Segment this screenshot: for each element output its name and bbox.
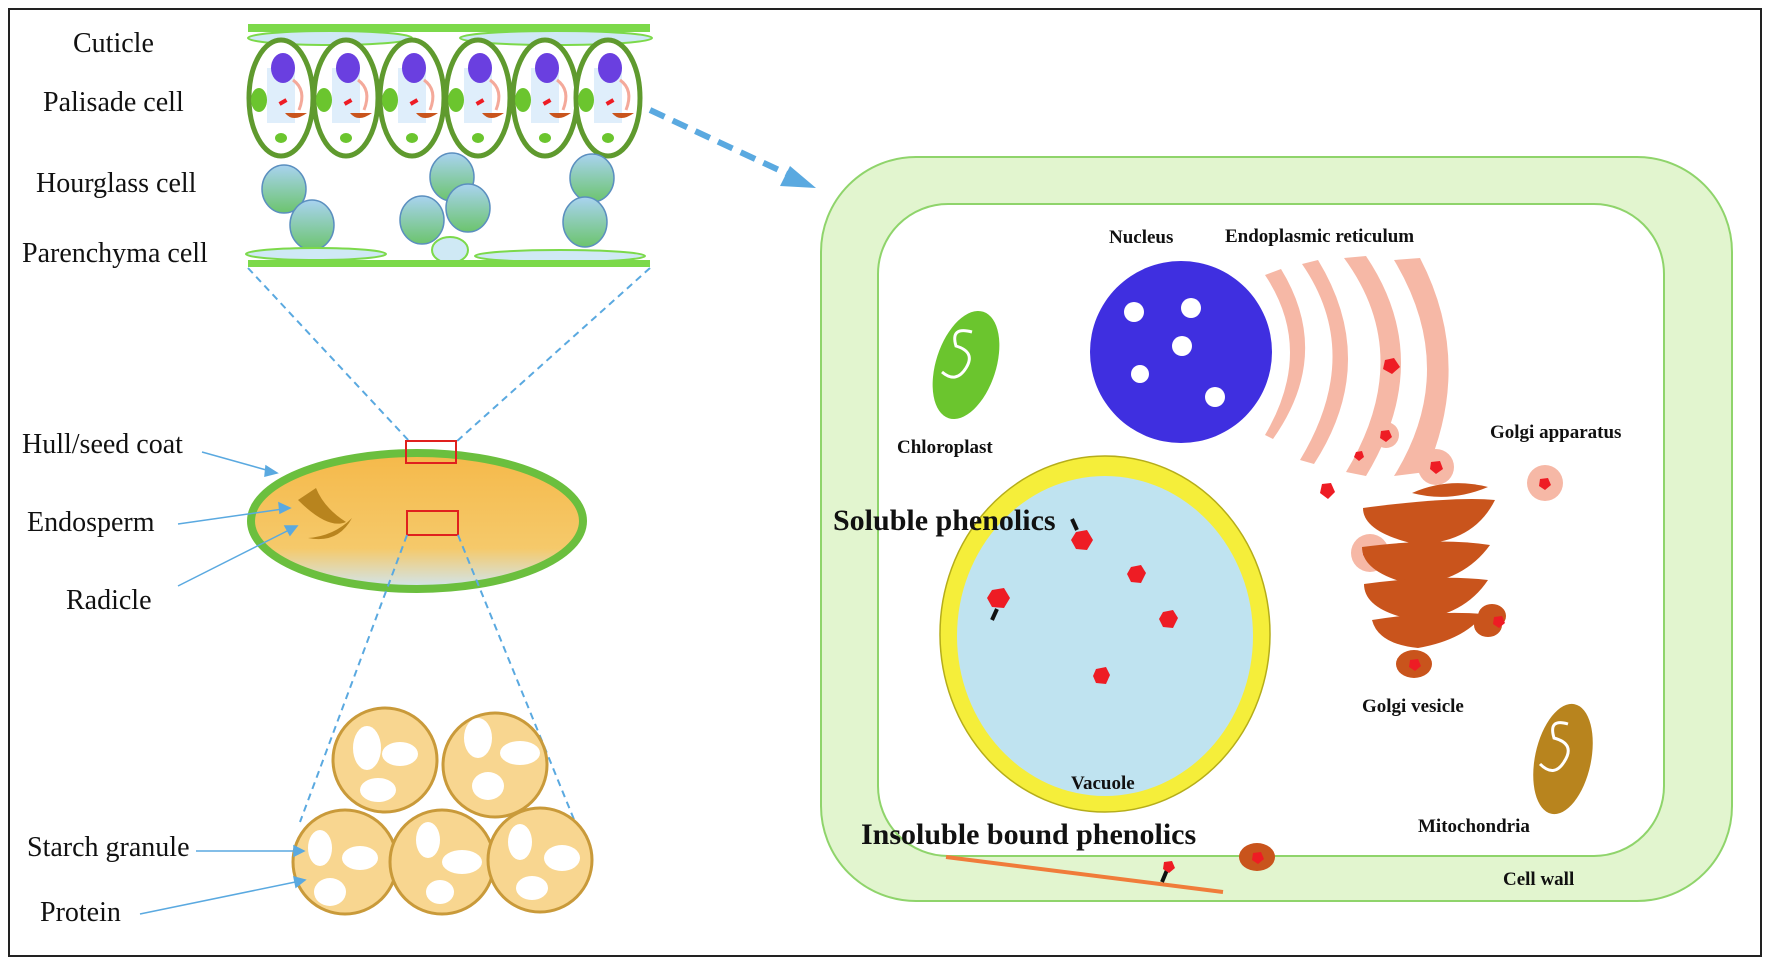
label-radicle: Radicle bbox=[66, 585, 152, 616]
zoom-box-coat bbox=[405, 440, 457, 464]
label-cell-wall: Cell wall bbox=[1503, 869, 1574, 890]
label-mitochondria: Mitochondria bbox=[1418, 816, 1530, 837]
zoom-arrow bbox=[648, 107, 816, 188]
chloroplast bbox=[932, 310, 1000, 420]
label-golgi-vesicle: Golgi vesicle bbox=[1362, 696, 1464, 717]
zoom-lines-bottom bbox=[299, 534, 576, 823]
label-golgi-apparatus: Golgi apparatus bbox=[1490, 422, 1621, 443]
cuticle-band bbox=[248, 24, 650, 32]
label-chloroplast: Chloroplast bbox=[897, 437, 993, 458]
label-insoluble-bound-phenolics: Insoluble bound phenolics bbox=[861, 818, 1196, 851]
parenchyma-band bbox=[248, 260, 650, 267]
label-hourglass-cell: Hourglass cell bbox=[36, 168, 197, 199]
zoom-box-endosperm bbox=[406, 510, 459, 536]
label-parenchyma-cell: Parenchyma cell bbox=[22, 238, 208, 269]
plant-cell bbox=[820, 156, 1733, 902]
seed bbox=[247, 440, 587, 593]
golgi-apparatus bbox=[1362, 465, 1563, 648]
zoom-lines-top bbox=[247, 267, 651, 443]
label-nucleus: Nucleus bbox=[1109, 227, 1173, 248]
vacuole bbox=[939, 455, 1271, 813]
label-cuticle: Cuticle bbox=[73, 28, 154, 59]
label-endoplasmic-reticulum: Endoplasmic reticulum bbox=[1225, 226, 1414, 247]
label-vacuole: Vacuole bbox=[1071, 773, 1135, 794]
seed-coat-layers bbox=[245, 24, 653, 267]
radicle-shape bbox=[298, 488, 346, 524]
endoplasmic-reticulum bbox=[1265, 256, 1449, 476]
nucleus bbox=[1090, 261, 1272, 443]
golgi-vesicle bbox=[1396, 650, 1432, 678]
cell-wall-bound-phenolics bbox=[945, 843, 1275, 894]
label-soluble-phenolics: Soluble phenolics bbox=[833, 504, 1056, 537]
seed-body bbox=[247, 449, 587, 593]
label-protein: Protein bbox=[40, 897, 121, 928]
label-hull-seed-coat: Hull/seed coat bbox=[22, 429, 183, 460]
starch-cells bbox=[291, 706, 594, 916]
label-starch-granule: Starch granule bbox=[27, 832, 190, 863]
mitochondria bbox=[1533, 703, 1593, 815]
seed-leader-lines bbox=[177, 451, 299, 587]
palisade-cells bbox=[249, 40, 640, 156]
label-endosperm: Endosperm bbox=[27, 507, 155, 538]
hourglass-cells bbox=[261, 152, 615, 251]
starch-leader-lines bbox=[139, 844, 307, 915]
label-palisade-cell: Palisade cell bbox=[43, 87, 184, 118]
